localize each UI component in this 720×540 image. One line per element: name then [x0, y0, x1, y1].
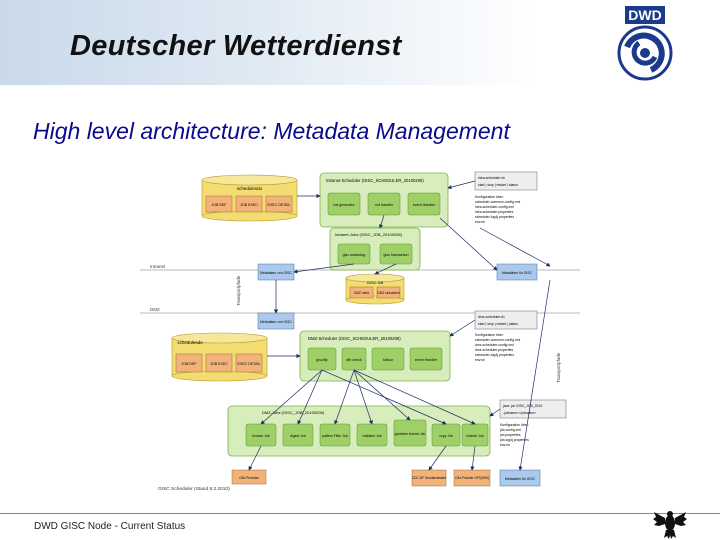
svg-text:Metadaten für GISC: Metadaten für GISC: [505, 477, 536, 481]
job-indexer: indexer Job: [466, 434, 484, 438]
svg-text:env.sh: env.sh: [500, 443, 510, 447]
footer-text: DWD GISC Node - Current Status: [34, 521, 186, 532]
job-gisc-watchdog: gisc watchdog: [343, 253, 366, 257]
db-bottom-name: schedulesdo: [177, 340, 203, 345]
metadata-box-intranet-right: Metadaten für GISC: [496, 263, 538, 281]
note-dmz-script: dmz-scheduler.sh start | stop | restart …: [474, 310, 538, 330]
svg-text:env.sh: env.sh: [475, 358, 485, 362]
svg-text:intra-scheduler.sh: intra-scheduler.sh: [478, 176, 505, 180]
job-md-generator: md generator: [333, 203, 355, 207]
job-event-handler: event Handler: [413, 203, 436, 207]
svg-text:job.properties: job.properties: [499, 433, 521, 437]
svg-text:Metadaten für GISC: Metadaten für GISC: [502, 271, 533, 275]
intranet-jobs-title: Intranet-Jobs (GISC_JOB_20100208): [335, 232, 403, 237]
svg-text:dmz-scheduler.sh: dmz-scheduler.sh: [478, 315, 505, 319]
svg-text:env.sh: env.sh: [475, 220, 485, 224]
svg-text:OAI-Provider: OAI-Provider: [239, 476, 259, 480]
note-dmz-config: Konfiguration über: scheduler-common-con…: [475, 333, 520, 362]
svg-text:Konfiguration über:: Konfiguration über:: [500, 423, 529, 427]
note-job-cmd: java -jar GISC_JOB_2010 -jobname=<jobnam…: [499, 399, 567, 419]
database-top: schedulesdo JOB DEF JOB EXEC EXEC DETAIL: [201, 174, 298, 222]
svg-text:dmz-scheduler-config.xml: dmz-scheduler-config.xml: [475, 343, 514, 347]
intranet-jobs-panel: Intranet-Jobs (GISC_JOB_20100208) gisc w…: [329, 227, 421, 271]
dmz-jobs-title: DMZ-Jobs (GISC_JOB_20100208): [262, 410, 325, 415]
svg-text:start | stop | restart | statu: start | stop | restart | status: [478, 322, 518, 326]
note-job-config: Konfiguration über: job-config.xml job.p…: [499, 423, 529, 447]
job-gazetteer: gazetteer indexer Job: [395, 432, 426, 436]
job-tollisor: tollisor: [383, 358, 394, 362]
db-bottom-cell: JOB DEF: [181, 362, 197, 366]
job-dfb-check: dfb check: [346, 358, 362, 362]
svg-text:Metadaten von GISC: Metadaten von GISC: [260, 271, 292, 275]
svg-text:-jobname=<jobname>: -jobname=<jobname>: [503, 411, 536, 415]
organization-name: Deutscher Wetterdienst: [70, 30, 402, 62]
db-top-cell: JOB DEF: [211, 203, 227, 207]
db-bottom-cell: JOB EXEC: [210, 362, 228, 366]
db-top-cell: JOB EXEC: [240, 203, 258, 207]
dmz-jobs-panel: DMZ-Jobs (GISC_JOB_20100208) browse Job …: [227, 405, 491, 457]
svg-text:scheduler-common-config.xml: scheduler-common-config.xml: [475, 200, 520, 204]
svg-text:start | stop | restart | statu: start | stop | restart | status: [478, 183, 518, 187]
architecture-diagram: Intranet DMZ Transportpfade Transportpfa…: [140, 171, 580, 492]
output-oai-gfs: OAI-Provider GFS(ISM): [453, 469, 491, 487]
dmz-scheduler-title: DMZ-Scheduler (GISC_SCHEDULER_20100208): [308, 336, 401, 341]
db-gisc-cell: DMZ virtualized: [377, 291, 399, 295]
metadata-box-dmz-bottom: Metadaten für GISC: [499, 469, 541, 487]
header-banner: Deutscher Wetterdienst DWD: [0, 0, 720, 85]
job-gisc-transaction: gisc transaction: [384, 253, 409, 257]
job-digest: digest Job: [290, 434, 306, 438]
job-gisc-ftp: gisc/ftp: [316, 358, 327, 362]
intranet-scheduler-panel: Intranet-Scheduler (GISC_SCHEDULER_20100…: [319, 172, 449, 228]
federal-eagle-icon: [653, 511, 687, 539]
metadata-box-dmz-left: Metadaten von GISC: [257, 312, 295, 330]
database-bottom: schedulesdo JOB DEF JOB EXEC EXEC DETAIL: [171, 332, 268, 382]
dwd-logo: DWD: [617, 6, 673, 81]
job-event-handler-dmz: event Handler: [415, 358, 438, 362]
intranet-zone-label: Intranet: [150, 264, 166, 269]
slide-title: High level architecture: Metadata Manage…: [33, 118, 510, 144]
svg-text:Konfiguration über:: Konfiguration über:: [475, 195, 504, 199]
svg-text:intra-scheduler-config.xml: intra-scheduler-config.xml: [475, 205, 514, 209]
job-browse: browse Job: [252, 434, 269, 438]
database-gisc: GISC DB DMZ meta DMZ virtualized: [345, 273, 405, 305]
side-label-left: Transportpfade: [236, 275, 241, 306]
db-bottom-cell: EXEC DETAIL: [237, 362, 260, 366]
svg-text:scheduler-log4j.properties: scheduler-log4j.properties: [475, 353, 514, 357]
svg-text:OAI-Provider GFS(ISM): OAI-Provider GFS(ISM): [455, 476, 489, 480]
dwd-logo-badge: [625, 6, 665, 24]
footer-divider: [0, 513, 720, 514]
job-validator: validator Job: [362, 434, 381, 438]
output-oai-provider: OAI-Provider: [231, 469, 267, 485]
job-copy: copy Job: [439, 434, 453, 438]
dwd-swirl-icon: [617, 25, 673, 81]
svg-text:CDC-DF Geodienstwerk: CDC-DF Geodienstwerk: [412, 476, 447, 480]
output-cdc: CDC-DF Geodienstwerk: [411, 469, 447, 487]
svg-text:job-log4j.properties: job-log4j.properties: [499, 438, 529, 442]
note-intra-config: Konfiguration über: scheduler-common-con…: [475, 195, 520, 224]
db-top-name: schedulesdo: [237, 186, 263, 191]
side-label-right: Transportpfade: [556, 352, 561, 383]
svg-text:intra-scheduler.properties: intra-scheduler.properties: [475, 210, 514, 214]
dwd-logo-text: DWD: [628, 7, 661, 23]
intranet-scheduler-title: Intranet-Scheduler (GISC_SCHEDULER_20100…: [326, 178, 424, 183]
svg-text:scheduler-log4j.properties: scheduler-log4j.properties: [475, 215, 514, 219]
job-md-transfer: md transfer: [375, 203, 394, 207]
svg-text:dmz-scheduler.properties: dmz-scheduler.properties: [475, 348, 513, 352]
db-gisc-name: GISC DB: [367, 280, 384, 285]
svg-text:java -jar GISC_JOB_2010: java -jar GISC_JOB_2010: [502, 404, 542, 408]
db-gisc-cell: DMZ meta: [354, 291, 369, 295]
svg-text:scheduler-common-config.xml: scheduler-common-config.xml: [475, 338, 520, 342]
dmz-zone-label: DMZ: [150, 307, 160, 312]
svg-text:job-config.xml: job-config.xml: [499, 428, 521, 432]
job-pattern-filter: pattern Filter Job: [322, 434, 348, 438]
edges: [248, 180, 551, 471]
svg-text:Konfiguration über:: Konfiguration über:: [475, 333, 504, 337]
note-intra-script: intra-scheduler.sh start | stop | restar…: [474, 171, 538, 191]
metadata-box-intranet-left: Metadaten von GISC: [257, 263, 295, 281]
dmz-scheduler-panel: DMZ-Scheduler (GISC_SCHEDULER_20100208) …: [299, 330, 451, 382]
diagram-caption: GISC Scheduler (Stand 8.2.2010): [158, 486, 230, 492]
db-top-cell: EXEC DETAIL: [267, 203, 290, 207]
svg-text:Metadaten von GISC: Metadaten von GISC: [260, 320, 292, 324]
